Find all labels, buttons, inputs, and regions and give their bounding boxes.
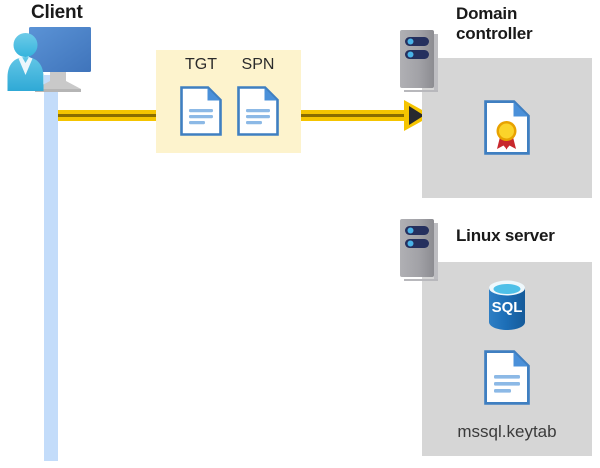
spn-label: SPN	[241, 56, 275, 73]
tgt-document-icon	[180, 86, 222, 136]
linux-server-icon	[400, 219, 438, 281]
client-lifeline-bar	[44, 75, 58, 461]
domain-controller-server-icon	[400, 30, 438, 92]
client-user-monitor-icon	[5, 25, 97, 95]
right-arrow-icon	[404, 100, 432, 131]
client-title: Client	[31, 2, 83, 23]
keytab-document-icon	[484, 350, 530, 405]
linux-server-title: Linux server	[456, 226, 555, 245]
certificate-document-icon	[484, 100, 530, 155]
keytab-filename-label: mssql.keytab	[457, 422, 557, 441]
domain-controller-title: Domain controller	[456, 4, 533, 44]
sql-icon-text: SQL	[492, 299, 523, 316]
tgt-label: TGT	[185, 56, 217, 73]
sql-database-icon: SQL	[483, 279, 531, 331]
spn-document-icon	[237, 86, 279, 136]
